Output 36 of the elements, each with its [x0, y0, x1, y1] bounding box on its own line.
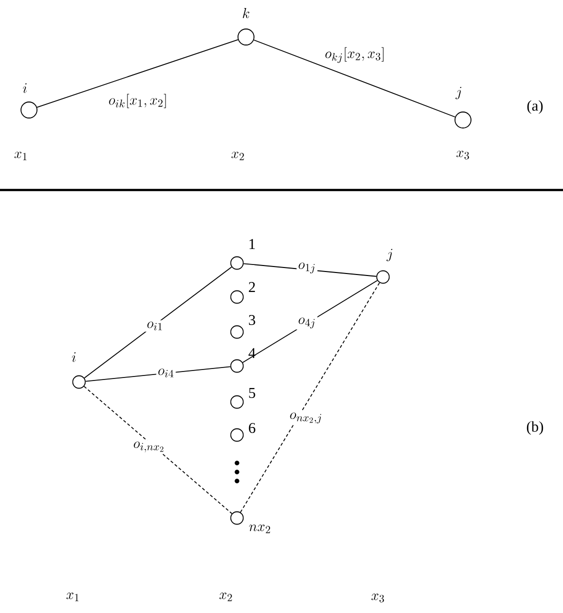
edge-label: $o_{ik}[x_1,x_2]$ [107, 92, 169, 110]
connector-line [84, 266, 232, 378]
connector-line [85, 366, 231, 382]
edge-label: $o_{i4}$ [156, 367, 176, 379]
node-label: 1 [250, 239, 255, 249]
position-label: $x_1$ [14, 152, 27, 160]
position-label: $x_3$ [371, 594, 384, 602]
edge-label: $o_{kj}[x_2,x_3]$ [323, 46, 387, 64]
node-label: $j$ [386, 248, 392, 262]
edge-label: $o_{nx_2,j}$ [288, 411, 324, 425]
node-label: 6 [248, 422, 256, 434]
node-label: $j$ [456, 86, 462, 100]
panel-label: (b) [526, 421, 544, 435]
connector-line [240, 282, 380, 513]
position-label: $x_1$ [66, 592, 79, 602]
connector-line [253, 40, 456, 118]
connector-line [84, 386, 232, 514]
node-label: $i$ [23, 83, 27, 93]
edge-label: $o_{i,nx_2}$ [132, 440, 166, 454]
connector-line [242, 280, 378, 363]
connector-line [36, 39, 238, 108]
node-label: $i$ [72, 352, 76, 362]
edge-label: $o_{1j}$ [296, 261, 318, 275]
edge-label: $o_{i1}$ [145, 320, 165, 332]
node-label: 4 [248, 348, 256, 358]
node-label: 3 [248, 314, 256, 326]
connector-line [243, 263, 377, 277]
panel-label: (a) [527, 100, 543, 114]
position-label: $x_3$ [456, 150, 469, 160]
edge-label: $o_{4j}$ [296, 316, 318, 330]
position-label: $x_2$ [231, 152, 244, 160]
node-label: 5 [249, 388, 256, 398]
position-label: $x_2$ [219, 592, 232, 602]
node-label: $nx_2$ [249, 524, 270, 534]
node-label: $k$ [242, 8, 250, 18]
node-label: 2 [248, 282, 255, 292]
